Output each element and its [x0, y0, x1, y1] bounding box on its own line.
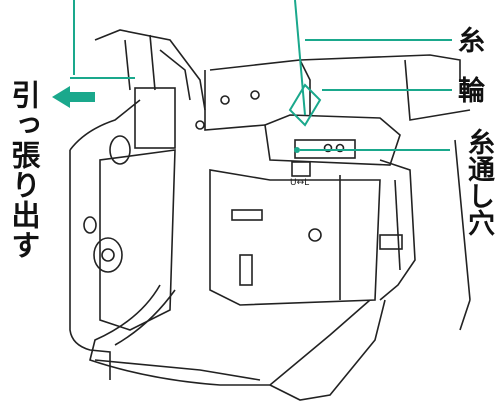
- pull-out-label: 引っ張り出す: [7, 80, 41, 260]
- thread-label: 糸: [458, 26, 485, 57]
- pull-arrow-icon: [52, 86, 95, 108]
- loop-shape: [288, 83, 322, 127]
- thread-hole-marker: [294, 147, 300, 153]
- thread-right: [294, 0, 306, 116]
- thread-path: [52, 0, 452, 153]
- machine-body: [69, 29, 471, 401]
- dial-marking: U↔L: [290, 178, 309, 188]
- loop-label: 輪: [458, 76, 485, 107]
- thread-hole-label: 糸通し穴: [463, 128, 494, 236]
